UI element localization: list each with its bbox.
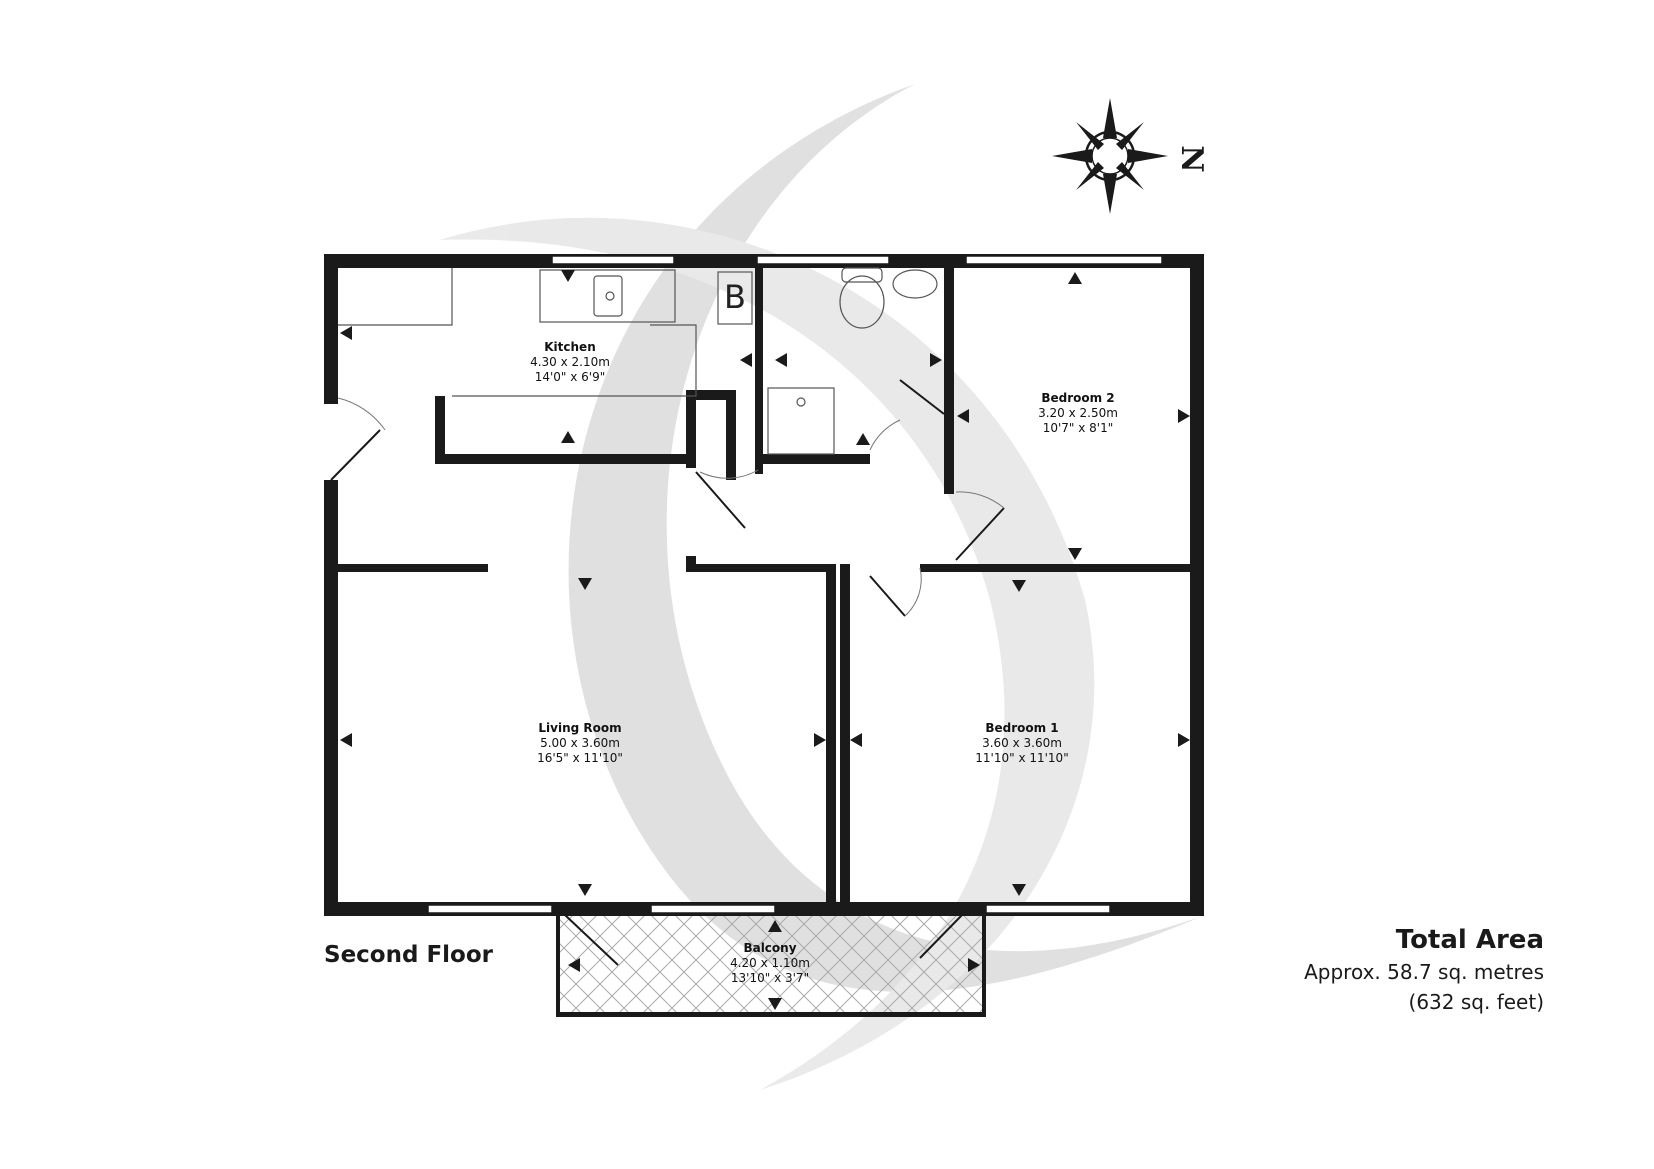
watermark-logo [440,84,1205,1090]
svg-text:3.60 x 3.60m: 3.60 x 3.60m [982,736,1062,750]
total-area-imperial: (632 sq. feet) [1408,990,1544,1014]
svg-text:11'10" x 11'10": 11'10" x 11'10" [975,751,1068,765]
room-label-bedroom-2: Bedroom 2 3.20 x 2.50m 10'7" x 8'1" [1038,391,1118,435]
svg-text:Bedroom 2: Bedroom 2 [1041,391,1114,405]
dimension-arrows [340,270,1190,1010]
boiler-label: B [724,278,746,316]
svg-text:4.20 x 1.10m: 4.20 x 1.10m [730,956,810,970]
total-area-title: Total Area [1395,925,1544,955]
total-area-block: Total Area Approx. 58.7 sq. metres (632 … [1304,923,1544,1017]
svg-text:13'10" x 3'7": 13'10" x 3'7" [731,971,809,985]
svg-text:4.30 x 2.10m: 4.30 x 2.10m [530,355,610,369]
kitchen-fittings [338,268,753,397]
total-area-metric: Approx. 58.7 sq. metres [1304,960,1544,984]
windows [427,255,1163,914]
svg-text:Living Room: Living Room [538,721,621,735]
svg-text:16'5" x 11'10": 16'5" x 11'10" [537,751,623,765]
svg-text:Kitchen: Kitchen [544,340,596,354]
bathroom-fittings [767,267,938,455]
compass-icon: N [1052,98,1209,214]
svg-text:10'7" x 8'1": 10'7" x 8'1" [1043,421,1114,435]
svg-text:Balcony: Balcony [743,941,796,955]
svg-text:14'0" x 6'9": 14'0" x 6'9" [535,370,606,384]
north-label: N [1174,145,1209,172]
floor-label: Second Floor [324,942,493,968]
svg-text:5.00 x 3.60m: 5.00 x 3.60m [540,736,620,750]
room-label-bedroom-1: Bedroom 1 3.60 x 3.60m 11'10" x 11'10" [975,721,1068,765]
room-label-balcony: Balcony 4.20 x 1.10m 13'10" x 3'7" [730,941,810,985]
svg-text:Bedroom 1: Bedroom 1 [985,721,1058,735]
room-label-kitchen: Kitchen 4.30 x 2.10m 14'0" x 6'9" [530,340,610,384]
room-label-living-room: Living Room 5.00 x 3.60m 16'5" x 11'10" [537,721,623,765]
svg-text:3.20 x 2.50m: 3.20 x 2.50m [1038,406,1118,420]
doors [330,379,1005,966]
